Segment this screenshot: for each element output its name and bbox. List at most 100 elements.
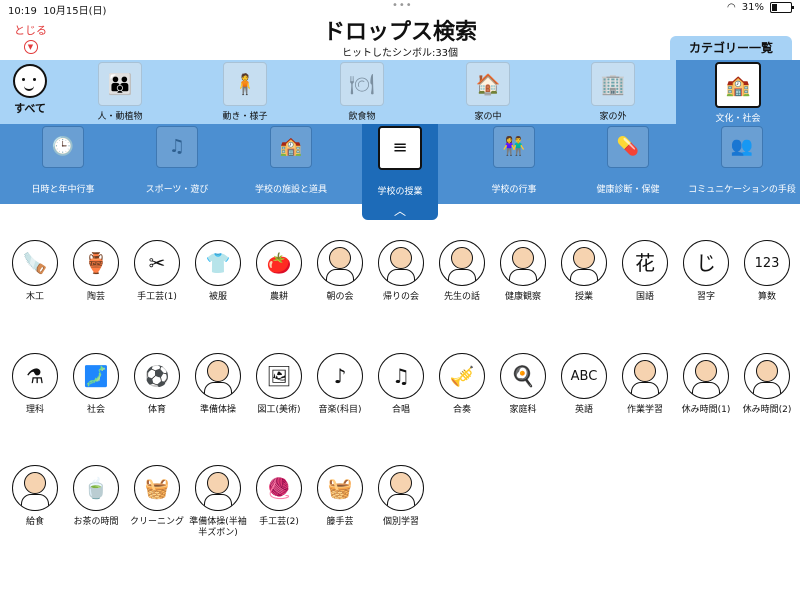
symbol-picture: 🏺 xyxy=(73,240,119,286)
category-item[interactable]: 👪人・動植物 xyxy=(90,62,150,122)
symbol-label: 休み時間(2) xyxy=(742,405,792,415)
symbol-label: 先生の話 xyxy=(443,292,480,302)
status-bar: 10:19 10月15日(日) ••• ◠ 31% xyxy=(0,0,800,17)
symbol-label: 英語 xyxy=(574,405,593,415)
symbol-item[interactable]: 👕被服 xyxy=(189,240,247,303)
person-body-icon xyxy=(692,382,720,398)
symbol-item[interactable]: 🗾 社会 xyxy=(67,353,125,416)
multitask-dots[interactable]: ••• xyxy=(392,0,413,11)
person-head-icon xyxy=(756,360,778,382)
person-head-icon xyxy=(695,360,717,382)
symbol-item[interactable]: 🏺陶芸 xyxy=(67,240,125,303)
person-head-icon xyxy=(24,472,46,494)
category-item[interactable]: 🏫文化・社会 xyxy=(708,62,768,124)
symbol-item[interactable]: 🖼図工(美術) xyxy=(250,353,308,416)
symbol-item[interactable]: 準備体操(半袖半ズボン) xyxy=(189,465,247,539)
symbol-item[interactable]: 🪚木工 xyxy=(6,240,64,303)
symbol-item[interactable]: ♫合唱 xyxy=(372,353,430,416)
person-body-icon xyxy=(387,494,415,510)
collapse-button[interactable]: ︿ xyxy=(362,204,438,220)
symbol-item[interactable]: 🧶手工芸(2) xyxy=(250,465,308,528)
symbol-label: 家庭科 xyxy=(509,405,537,415)
symbol-item[interactable]: 🎺合奏 xyxy=(433,353,491,416)
symbol-label: 作業学習 xyxy=(626,405,663,415)
symbol-item[interactable]: 休み時間(1) xyxy=(677,353,735,416)
symbol-picture: 🗾 xyxy=(73,353,119,399)
symbol-item[interactable]: 先生の話 xyxy=(433,240,491,303)
symbol-item[interactable]: じ習字 xyxy=(677,240,735,303)
category-item[interactable]: 🍽飲食物 xyxy=(332,62,392,122)
subcategory-item[interactable]: 🏫学校の施設と道具 xyxy=(236,126,346,195)
subcategory-label: スポーツ・遊び xyxy=(145,185,209,195)
symbol-item[interactable]: 🧺籐手芸 xyxy=(311,465,369,528)
symbol-picture xyxy=(500,240,546,286)
symbol-item[interactable]: 休み時間(2) xyxy=(738,353,796,416)
category-icon: 🧍 xyxy=(223,62,267,106)
battery-icon xyxy=(770,2,794,13)
wifi-icon: ◠ xyxy=(727,2,736,13)
symbol-item[interactable]: ✂手工芸(1) xyxy=(128,240,186,303)
person-body-icon xyxy=(326,269,354,285)
subcategory-label: 日時と年中行事 xyxy=(31,185,95,195)
symbol-item[interactable]: 🍳家庭科 xyxy=(494,353,552,416)
chevron-down-icon: ▼ xyxy=(23,40,38,54)
symbol-label: 帰りの会 xyxy=(382,292,419,302)
symbol-label: 社会 xyxy=(86,405,105,415)
symbol-label: 休み時間(1) xyxy=(681,405,731,415)
subcategory-item[interactable]: 👥コミュニケーションの手段 xyxy=(687,126,797,195)
category-bar xyxy=(0,60,800,124)
person-body-icon xyxy=(570,269,598,285)
hit-count: ヒットしたシンボル:33個 xyxy=(341,48,459,59)
symbol-picture: 🍅 xyxy=(256,240,302,286)
category-list-tab[interactable]: カテゴリー一覧 xyxy=(670,36,792,60)
symbol-item[interactable]: 作業学習 xyxy=(616,353,674,416)
person-body-icon xyxy=(509,269,537,285)
symbol-glyph: じ xyxy=(696,250,716,275)
symbol-item[interactable]: 帰りの会 xyxy=(372,240,430,303)
subcategory-item[interactable]: 💊健康診断・保健 xyxy=(573,126,683,195)
symbol-glyph: 🗾 xyxy=(83,363,109,388)
symbol-item[interactable]: ♪音楽(科目) xyxy=(311,353,369,416)
close-button[interactable]: とじる ▼ xyxy=(14,22,47,54)
face-icon xyxy=(13,64,47,98)
symbol-item[interactable]: 個別学習 xyxy=(372,465,430,528)
person-head-icon xyxy=(634,360,656,382)
symbol-glyph: 🍅 xyxy=(266,250,292,275)
subcategory-icon: 🕒 xyxy=(42,126,84,168)
category-item[interactable]: 🧍動き・様子 xyxy=(215,62,275,122)
symbol-label: 手工芸(2) xyxy=(259,517,299,527)
subcategory-item[interactable]: ≡学校の授業 xyxy=(345,126,455,197)
symbol-item[interactable]: 授業 xyxy=(555,240,613,303)
symbol-picture: 🪚 xyxy=(12,240,58,286)
subcategory-item[interactable]: 👫学校の行事 xyxy=(459,126,569,195)
subcategory-icon: 👥 xyxy=(721,126,763,168)
symbol-glyph: 🧺 xyxy=(144,475,170,500)
person-head-icon xyxy=(451,247,473,269)
person-head-icon xyxy=(390,247,412,269)
status-right: ◠ 31% xyxy=(727,2,794,13)
symbol-item[interactable]: 🍅農耕 xyxy=(250,240,308,303)
symbol-item[interactable]: 給食 xyxy=(6,465,64,528)
subcategory-item[interactable]: ♫ スポーツ・遊び xyxy=(122,126,232,195)
symbol-item[interactable]: 🧺クリーニング xyxy=(128,465,186,528)
symbol-item[interactable]: 朝の会 xyxy=(311,240,369,303)
subcategory-item[interactable]: 🕒 日時と年中行事 xyxy=(8,126,118,195)
symbol-item[interactable]: ⚽体育 xyxy=(128,353,186,416)
category-all[interactable]: すべて xyxy=(8,64,52,116)
symbol-glyph: 🎺 xyxy=(449,363,475,388)
symbol-item[interactable]: 健康観察 xyxy=(494,240,552,303)
subcategory-icon: ♫ xyxy=(156,126,198,168)
category-item[interactable]: 🏠家の中 xyxy=(458,62,518,122)
symbol-item[interactable]: ⚗理科 xyxy=(6,353,64,416)
symbol-item[interactable]: 準備体操 xyxy=(189,353,247,416)
symbol-item[interactable]: 花国語 xyxy=(616,240,674,303)
category-icon: 🏢 xyxy=(591,62,635,106)
symbol-item[interactable]: 🍵お茶の時間 xyxy=(67,465,125,528)
symbol-picture: ⚽ xyxy=(134,353,180,399)
category-item[interactable]: 🏢家の外 xyxy=(583,62,643,122)
person-body-icon xyxy=(387,269,415,285)
status-time: 10:19 10月15日(日) xyxy=(8,6,107,17)
person-body-icon xyxy=(204,494,232,510)
